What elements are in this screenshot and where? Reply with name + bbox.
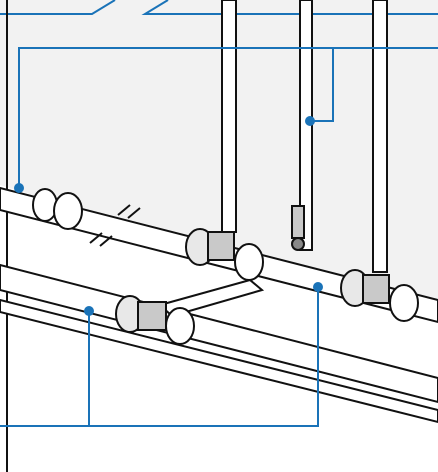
fitting-right-b	[389, 284, 419, 322]
valve-body-mid	[207, 231, 235, 261]
valve-body-lower	[137, 301, 167, 331]
lower-pipe-body	[0, 263, 438, 404]
vertical-drop-pipes	[221, 0, 388, 273]
vertical-pipe-1	[221, 0, 237, 233]
cross-connector	[157, 278, 265, 318]
top-callout-edge	[0, 0, 438, 15]
vertical-drop-callout	[310, 48, 334, 122]
callouts	[0, 47, 438, 427]
fitting-mid-b	[234, 243, 264, 281]
wall-panel	[0, 0, 438, 320]
fitting-left-a	[32, 188, 58, 222]
upper-fittings	[32, 188, 419, 322]
bracket-icon	[291, 205, 305, 251]
lower-pipe	[0, 263, 438, 404]
fitting-left-b	[53, 192, 83, 230]
rear-lower-pipe	[0, 298, 438, 424]
break-mark-icon	[89, 204, 141, 247]
fitting-lower-b	[165, 307, 195, 345]
valve-body-right	[362, 274, 390, 304]
upper-left-pipe-callout	[18, 47, 438, 188]
lower-pipes-callout	[0, 287, 319, 427]
lower-fittings	[115, 295, 195, 345]
vertical-pipe-3	[372, 0, 388, 273]
